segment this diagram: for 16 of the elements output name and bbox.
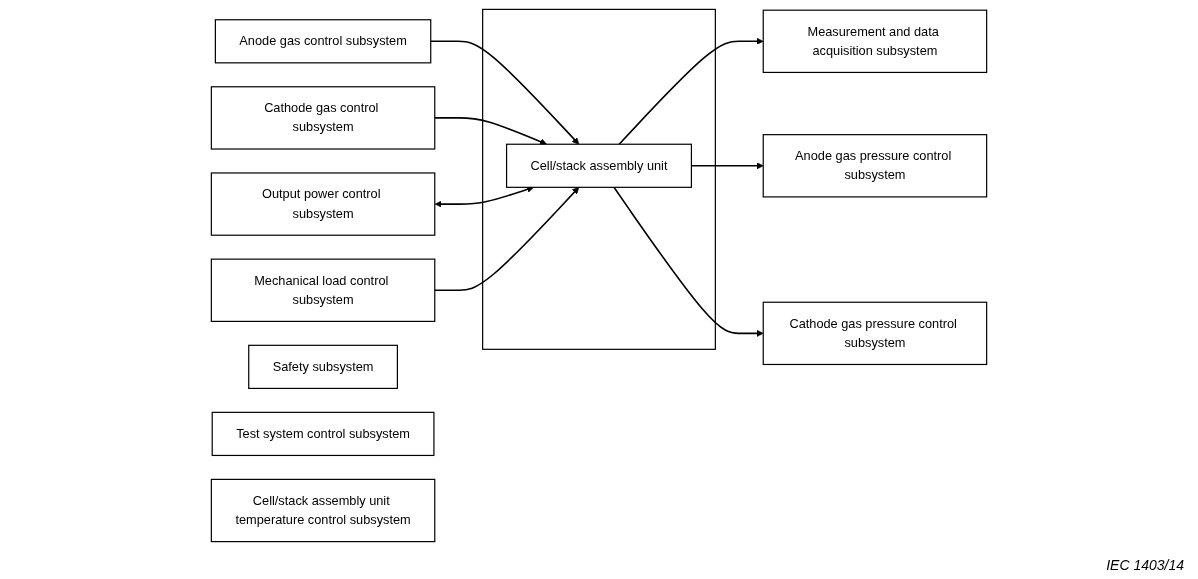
node-box: Anode gas pressure control subsystem: [762, 133, 988, 197]
node-box: Test system control subsystem: [211, 411, 435, 456]
arrow: [434, 185, 534, 208]
node-box: Cathode gas pressure control subsystem: [762, 301, 988, 365]
node-box: Anode gas control subsystem: [214, 18, 432, 63]
node-box: Cell/stack assembly unit temperature control subsystem: [210, 478, 436, 542]
node-box: Mechanical load control subsystem: [210, 258, 436, 322]
node-box: Measurement and data acquisition subsystem: [762, 9, 988, 73]
node-box: Output power control subsystem: [210, 171, 436, 236]
cluster: [482, 8, 716, 350]
node-box: Cathode gas control subsystem: [210, 85, 436, 150]
node-box: Cell/stack assembly unit: [506, 143, 692, 188]
figure-number: IEC 1403/14: [1106, 557, 1184, 573]
arrow: [618, 37, 764, 145]
arrow: [613, 186, 764, 337]
node-box: Safety subsystem: [248, 344, 398, 389]
